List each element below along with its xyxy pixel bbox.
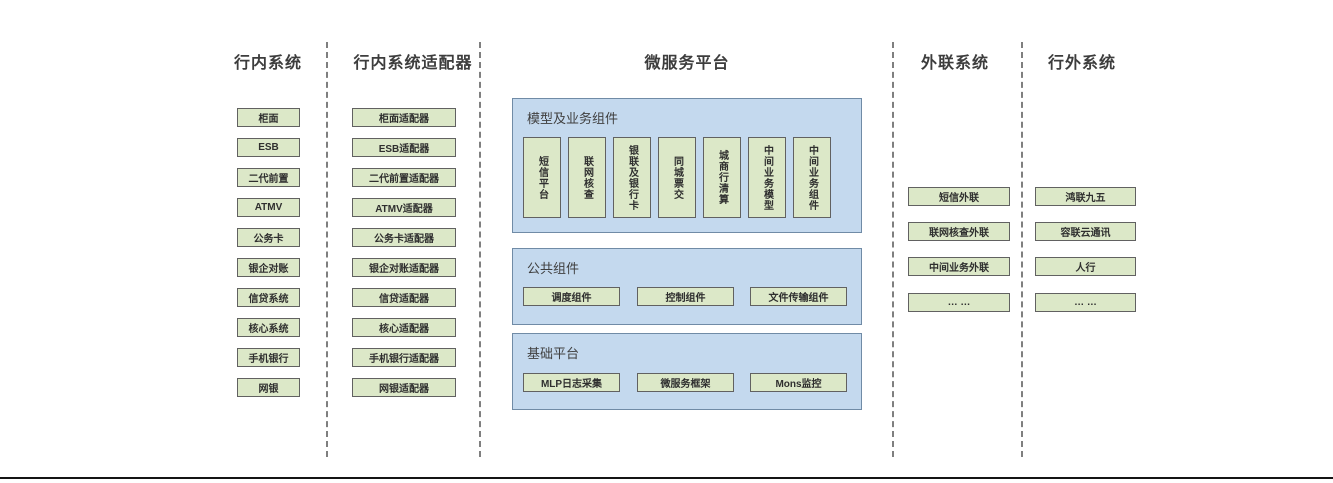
box-internal-system: 二代前置 [237,168,300,187]
box-internal-system: 柜面 [237,108,300,127]
box-internal-system: 网银 [237,378,300,397]
box-internal-adapter: 二代前置适配器 [352,168,456,187]
divider-3 [892,42,894,457]
box-common-component: 调度组件 [523,287,620,306]
box-internal-system: ESB [237,138,300,157]
bottom-border-line [0,477,1333,479]
panel-base-platform: 基础平台 [512,333,862,410]
divider-4 [1021,42,1023,457]
box-model-component: 同城票交 [658,137,696,218]
box-external-link: 联网核查外联 [908,222,1010,241]
box-internal-adapter: 手机银行适配器 [352,348,456,367]
divider-1 [326,42,328,457]
box-outside-system: 容联云通讯 [1035,222,1136,241]
box-base-component: Mons监控 [750,373,847,392]
box-external-link: 中间业务外联 [908,257,1010,276]
box-internal-adapter: 银企对账适配器 [352,258,456,277]
box-outside-system: … … [1035,293,1136,312]
box-internal-adapter: 网银适配器 [352,378,456,397]
box-base-component: 微服务框架 [637,373,734,392]
box-common-component: 文件传输组件 [750,287,847,306]
box-internal-adapter: 信贷适配器 [352,288,456,307]
panel-title: 基础平台 [527,346,580,361]
box-internal-system: 公务卡 [237,228,300,247]
heading-external-link-systems: 外联系统 [920,55,989,72]
box-external-link: … … [908,293,1010,312]
heading-outside-systems: 行外系统 [1047,55,1116,72]
panel-common-components: 公共组件 [512,248,862,325]
box-internal-system: 银企对账 [237,258,300,277]
box-outside-system: 鸿联九五 [1035,187,1136,206]
heading-microservice-platform: 微服务平台 [644,55,730,72]
box-internal-adapter: 核心适配器 [352,318,456,337]
box-internal-system: 手机银行 [237,348,300,367]
box-external-link: 短信外联 [908,187,1010,206]
box-model-component: 中间业务模型 [748,137,786,218]
divider-2 [479,42,481,457]
box-common-component: 控制组件 [637,287,734,306]
heading-internal-adapters: 行内系统适配器 [353,55,473,72]
box-internal-system: ATMV [237,198,300,217]
box-internal-adapter: ESB适配器 [352,138,456,157]
box-internal-system: 信贷系统 [237,288,300,307]
box-model-component: 银联及银行卡 [613,137,651,218]
box-internal-adapter: 公务卡适配器 [352,228,456,247]
box-outside-system: 人行 [1035,257,1136,276]
box-internal-adapter: 柜面适配器 [352,108,456,127]
box-model-component: 短信平台 [523,137,561,218]
panel-title: 公共组件 [527,261,580,276]
box-internal-adapter: ATMV适配器 [352,198,456,217]
box-model-component: 城商行清算 [703,137,741,218]
heading-internal-systems: 行内系统 [233,55,302,72]
box-internal-system: 核心系统 [237,318,300,337]
box-model-component: 中间业务组件 [793,137,831,218]
box-model-component: 联网核查 [568,137,606,218]
panel-title: 模型及业务组件 [527,111,619,126]
box-base-component: MLP日志采集 [523,373,620,392]
